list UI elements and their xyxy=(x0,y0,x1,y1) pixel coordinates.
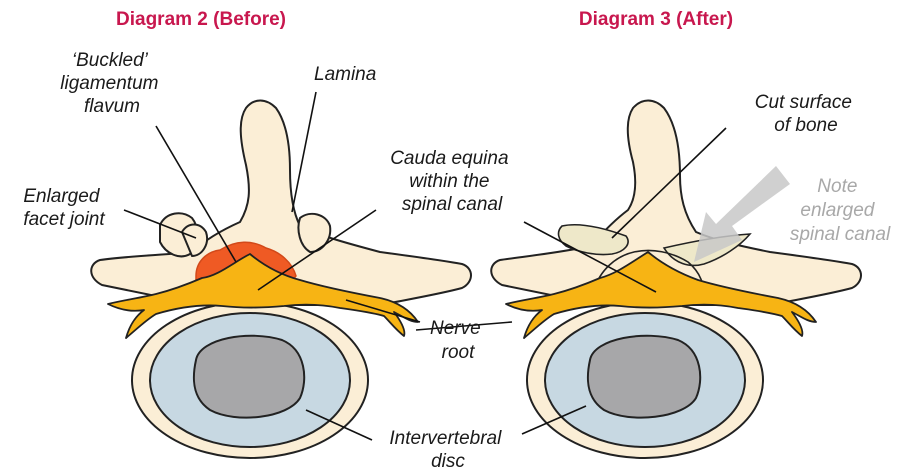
label-facet-joint: Enlarged facet joint xyxy=(23,186,105,230)
label-cauda-equina: Cauda equina within the spinal canal xyxy=(390,148,514,215)
leader-lamina xyxy=(292,92,316,212)
label-intervertebral-disc: Intervertebral disc xyxy=(389,428,506,471)
title-after: Diagram 3 (After) xyxy=(579,9,733,30)
label-note-enlarged: Note enlarged spinal canal xyxy=(790,176,891,245)
disc-nucleus-before xyxy=(194,336,304,418)
title-before: Diagram 2 (Before) xyxy=(116,9,286,30)
label-lamina: Lamina xyxy=(314,64,376,85)
label-ligamentum: ‘Buckled’ ligamentum flavum xyxy=(60,50,164,117)
label-cut-surface: Cut surface of bone xyxy=(755,92,857,136)
disc-nucleus-after xyxy=(588,336,700,418)
label-nerve-root: Nerve root xyxy=(430,318,486,363)
vertebra-after xyxy=(491,101,861,459)
